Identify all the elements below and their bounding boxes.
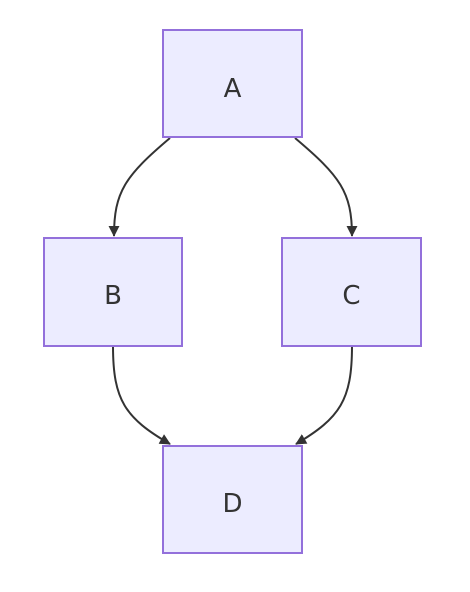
edge-a-to-c [294,137,358,237]
node-c-label: C [342,281,360,311]
edges-group [108,137,358,445]
edge-a-to-b [108,137,171,237]
node-d[interactable]: D [162,445,303,554]
edge-c-to-d [295,345,353,445]
node-d-box [162,445,303,554]
node-d-label: D [222,489,242,519]
node-b-box [43,237,183,347]
node-c-box [281,237,422,347]
edge-b-to-d [112,345,171,445]
node-a[interactable]: A [162,29,303,138]
node-a-label: A [224,74,242,104]
node-a-box [162,29,303,138]
node-c[interactable]: C [281,237,422,347]
node-b-label: B [104,281,122,311]
node-b[interactable]: B [43,237,183,347]
